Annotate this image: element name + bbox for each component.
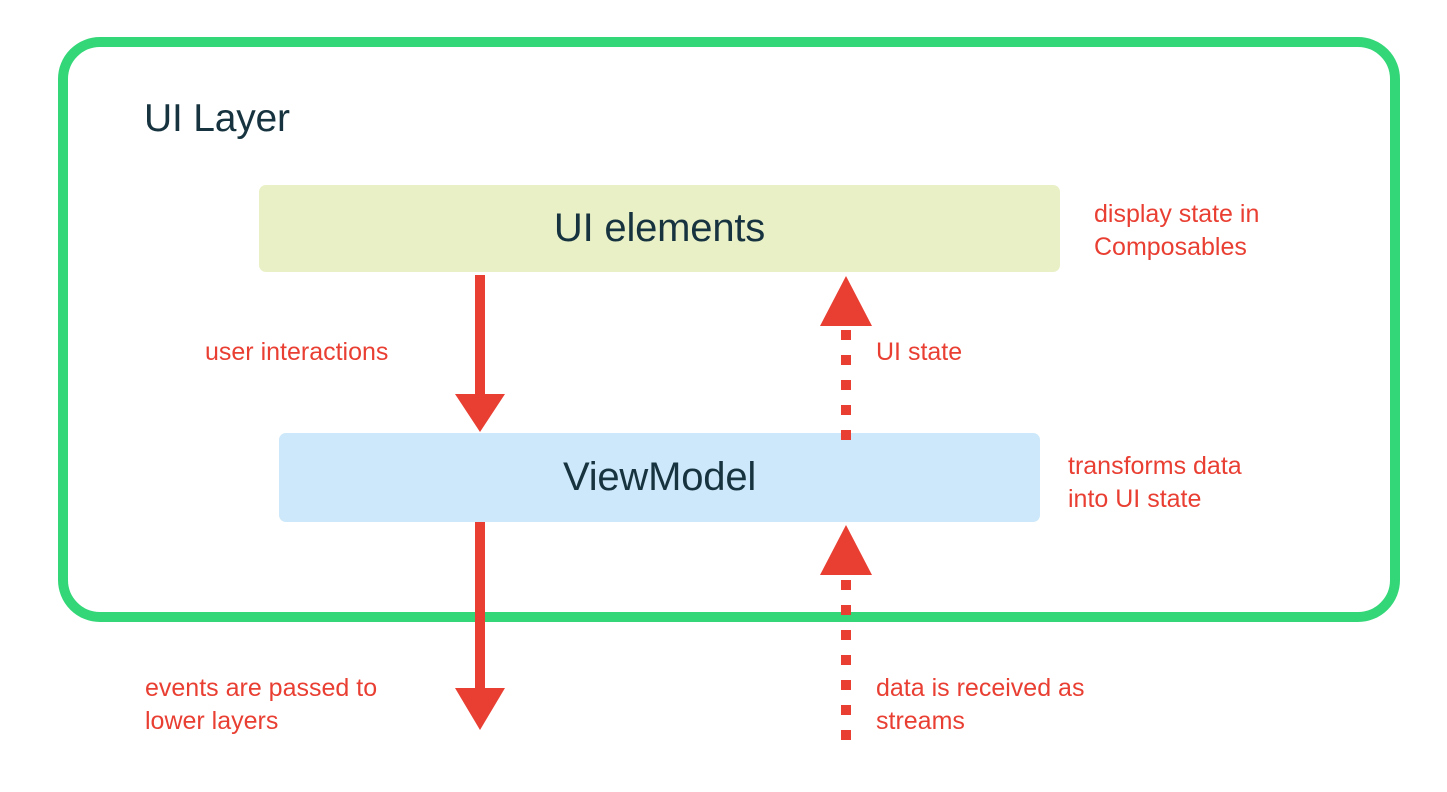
annotation-user-interactions: user interactions bbox=[205, 338, 389, 366]
box-ui-elements[interactable]: UI elements bbox=[259, 185, 1060, 272]
annotation-data-streams: data is received as streams bbox=[876, 674, 1085, 735]
annotation-display-state: display state in Composables bbox=[1094, 200, 1260, 261]
annotation-events-passed: events are passed to lower layers bbox=[145, 674, 378, 735]
box-viewmodel[interactable]: ViewModel bbox=[279, 433, 1040, 522]
page-title: UI Layer bbox=[144, 97, 290, 140]
ui-layer-container bbox=[58, 37, 1400, 622]
annotation-ui-state: UI state bbox=[876, 338, 963, 366]
box-viewmodel-label: ViewModel bbox=[562, 455, 757, 499]
box-ui-elements-label: UI elements bbox=[553, 206, 766, 250]
annotation-transforms-data: transforms data into UI state bbox=[1068, 452, 1242, 513]
